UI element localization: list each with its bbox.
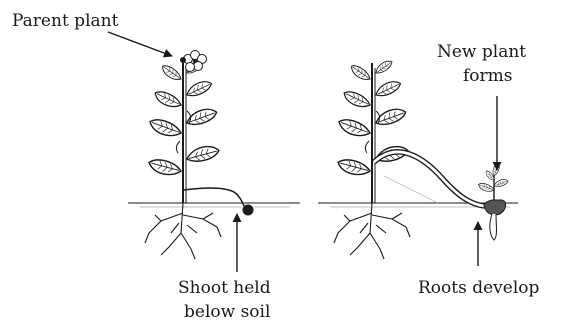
new-plant (477, 162, 509, 240)
label-shoot-held-line1: Shoot held (178, 278, 271, 298)
parent-plant-left (145, 58, 221, 259)
arrow-parent-plant (108, 32, 172, 56)
label-shoot-held-line2: below soil (184, 302, 270, 322)
parent-plant-right (334, 58, 410, 259)
ground-line-left (128, 203, 300, 207)
label-new-plant-line2: forms (463, 66, 513, 86)
shoot-tip-ball (243, 205, 254, 216)
label-parent-plant: Parent plant (12, 11, 118, 31)
label-new-plant-line1: New plant (437, 42, 526, 62)
label-roots-develop: Roots develop (418, 278, 539, 298)
